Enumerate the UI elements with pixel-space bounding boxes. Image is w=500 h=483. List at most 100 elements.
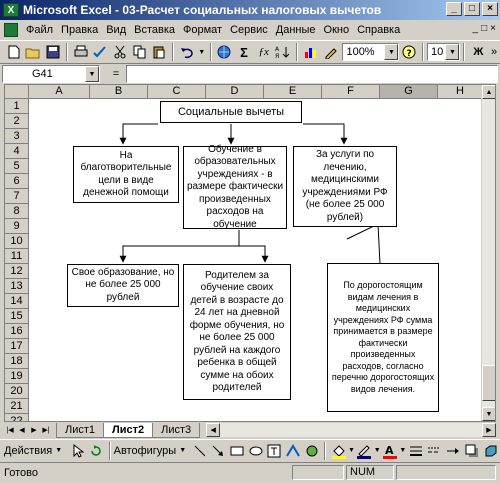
sheet-tab-1[interactable]: Лист1 xyxy=(56,422,105,438)
row-header[interactable]: 11 xyxy=(5,249,29,264)
menu-format[interactable]: Формат xyxy=(183,24,223,36)
new-document-icon[interactable] xyxy=(5,43,23,61)
undo-dropdown-icon[interactable]: ▼ xyxy=(198,48,206,56)
chevron-down-icon[interactable]: ▼ xyxy=(179,447,187,454)
oval-icon[interactable] xyxy=(247,442,264,460)
doc-minimize-button[interactable]: _ xyxy=(472,23,479,34)
row-header[interactable]: 8 xyxy=(5,204,29,219)
line-icon[interactable] xyxy=(191,442,208,460)
wordart-icon[interactable] xyxy=(285,442,302,460)
textbox-icon[interactable] xyxy=(266,442,283,460)
next-sheet-icon[interactable]: ▶ xyxy=(31,427,37,434)
doc-close-button[interactable]: × xyxy=(490,23,496,34)
chevron-down-icon[interactable]: ▼ xyxy=(373,447,381,454)
column-header-b[interactable]: B xyxy=(90,85,148,99)
chevron-down-icon[interactable]: ▼ xyxy=(55,447,63,454)
row-header[interactable]: 5 xyxy=(5,159,29,174)
diagram-root-box[interactable]: Социальные вычеты xyxy=(160,101,302,123)
row-header[interactable]: 2 xyxy=(5,114,29,129)
document-icon[interactable] xyxy=(4,23,18,37)
row-header[interactable]: 21 xyxy=(5,399,29,414)
cut-icon[interactable] xyxy=(111,43,129,61)
chevron-down-icon[interactable]: ▼ xyxy=(445,44,460,60)
row-header[interactable]: 12 xyxy=(5,264,29,279)
first-sheet-icon[interactable]: |◀ xyxy=(6,427,14,434)
chevron-down-icon[interactable]: ▼ xyxy=(348,447,355,454)
cell-grid[interactable]: Социальные вычеты На благотворительные ц… xyxy=(29,99,481,421)
paste-icon[interactable] xyxy=(150,43,168,61)
row-header[interactable]: 22 xyxy=(5,414,29,421)
column-header-a[interactable]: A xyxy=(29,85,90,99)
column-header-h[interactable]: H xyxy=(438,85,483,99)
prev-sheet-icon[interactable]: ◀ xyxy=(19,427,25,434)
chart-wizard-icon[interactable] xyxy=(302,43,320,61)
undo-icon[interactable] xyxy=(178,43,196,61)
horizontal-scrollbar[interactable]: ◀ ▶ xyxy=(206,423,496,437)
3d-icon[interactable] xyxy=(482,442,499,460)
row-header[interactable]: 1 xyxy=(5,99,29,114)
menu-insert[interactable]: Вставка xyxy=(134,24,176,36)
print-icon[interactable] xyxy=(72,43,90,61)
diagram-charity-box[interactable]: На благотворительные цели в виде денежно… xyxy=(73,146,179,203)
line-color-icon[interactable] xyxy=(356,442,373,460)
menu-file[interactable]: Файл xyxy=(26,24,54,36)
toolbar-overflow-icon[interactable]: » xyxy=(490,46,498,58)
column-header-g[interactable]: G xyxy=(380,85,438,99)
column-header-f[interactable]: F xyxy=(322,85,380,99)
shadow-icon[interactable] xyxy=(464,442,481,460)
select-all-corner[interactable] xyxy=(5,85,29,99)
menu-window[interactable]: Окно xyxy=(323,24,350,36)
help-icon[interactable]: ? xyxy=(400,43,418,61)
menu-view[interactable]: Вид xyxy=(106,24,127,36)
minimize-button[interactable]: _ xyxy=(446,2,462,16)
column-header-e[interactable]: E xyxy=(264,85,322,99)
worksheet[interactable]: A B C D E F G H 1 2 3 4 5 6 7 8 9 10 11 … xyxy=(4,84,496,422)
scroll-up-button[interactable]: ▲ xyxy=(482,85,495,99)
maximize-button[interactable]: □ xyxy=(464,2,480,16)
menu-help[interactable]: Справка xyxy=(357,24,401,36)
free-rotate-icon[interactable] xyxy=(88,442,105,460)
line-style-icon[interactable] xyxy=(407,442,424,460)
chevron-down-icon[interactable]: ▼ xyxy=(399,447,407,454)
diagram-children-education-box[interactable]: Родителем за обучение своих детей в возр… xyxy=(183,264,291,400)
row-header[interactable]: 13 xyxy=(5,279,29,294)
last-sheet-icon[interactable]: ▶| xyxy=(42,427,50,434)
row-header[interactable]: 9 xyxy=(5,219,29,234)
bold-button[interactable]: Ж xyxy=(473,46,484,58)
arrow-style-icon[interactable] xyxy=(445,442,462,460)
clipart-icon[interactable] xyxy=(304,442,321,460)
vertical-scrollbar[interactable]: ▲ ▼ xyxy=(481,85,495,421)
dash-style-icon[interactable] xyxy=(426,442,443,460)
name-box[interactable]: G41 ▼ xyxy=(2,65,100,83)
sheet-tab-2[interactable]: Лист2 xyxy=(103,422,154,438)
arrow-icon[interactable] xyxy=(210,442,227,460)
row-header[interactable]: 3 xyxy=(5,129,29,144)
chevron-down-icon[interactable]: ▼ xyxy=(85,66,99,82)
autosum-icon[interactable]: Σ xyxy=(240,44,248,60)
menu-data[interactable]: Данные xyxy=(275,24,316,36)
excel-app-icon[interactable]: X xyxy=(3,3,19,17)
column-header-d[interactable]: D xyxy=(206,85,264,99)
save-icon[interactable] xyxy=(44,43,62,61)
select-objects-icon[interactable] xyxy=(69,442,86,460)
diagram-medical-box[interactable]: За услуги по лечению, медицинскими учреж… xyxy=(293,146,397,227)
scroll-left-button[interactable]: ◀ xyxy=(206,423,221,437)
row-header[interactable]: 17 xyxy=(5,339,29,354)
scroll-right-button[interactable]: ▶ xyxy=(482,423,496,437)
row-header[interactable]: 16 xyxy=(5,324,29,339)
row-header[interactable]: 19 xyxy=(5,369,29,384)
doc-restore-button[interactable]: □ xyxy=(481,23,488,34)
zoom-select[interactable]: 100% ▼ xyxy=(342,43,400,61)
rectangle-icon[interactable] xyxy=(229,442,246,460)
chevron-down-icon[interactable]: ▼ xyxy=(384,44,399,60)
diagram-expensive-treatment-callout[interactable]: По дорогостоящим видам лечения в медицин… xyxy=(327,263,439,412)
diagram-own-education-box[interactable]: Свое образование, но не более 25 000 руб… xyxy=(67,264,179,307)
copy-icon[interactable] xyxy=(131,43,149,61)
open-folder-icon[interactable] xyxy=(25,43,43,61)
row-header[interactable]: 6 xyxy=(5,174,29,189)
scroll-down-button[interactable]: ▼ xyxy=(482,407,495,421)
hyperlink-icon[interactable] xyxy=(216,43,234,61)
diagram-education-box[interactable]: Обучение в образовательных учреждениях -… xyxy=(183,144,287,230)
menu-tools[interactable]: Сервис xyxy=(230,24,268,36)
